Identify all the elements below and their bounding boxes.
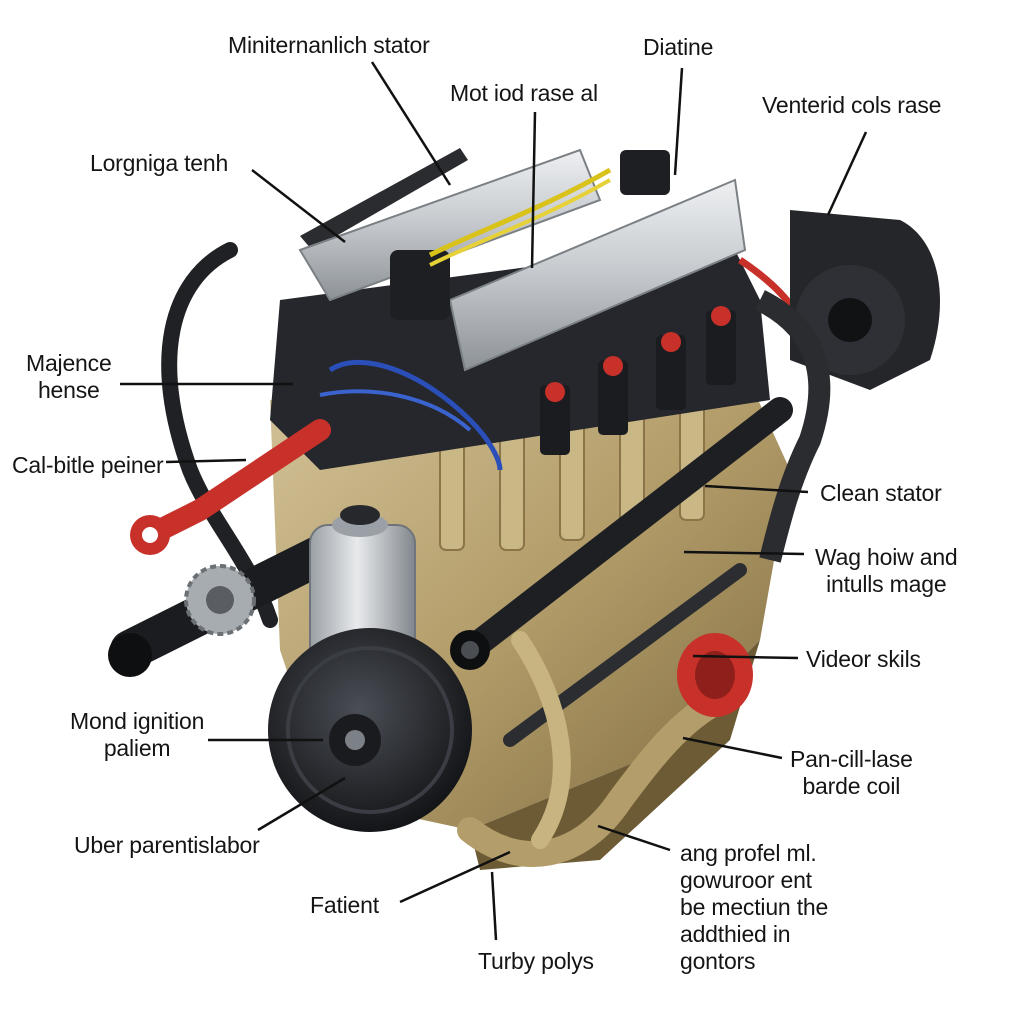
- label-uber-parentislabor: Uber parentislabor: [74, 832, 260, 858]
- label-pan-cill-lase-line-1: Pan-cill-lase: [790, 746, 913, 772]
- coil-pack: [390, 250, 450, 320]
- label-ang-profel-line-1: ang profel ml.: [680, 840, 817, 866]
- label-majence-hense: Majence hense: [26, 350, 112, 404]
- leader-lines: [120, 61, 868, 941]
- label-mot-iod-rase-al: Mot iod rase al: [450, 80, 598, 106]
- sprocket: [184, 564, 256, 636]
- label-pan-cill-lase-line-2: barde coil: [802, 773, 901, 799]
- label-diatine: Diatine: [643, 34, 714, 60]
- rear-hose: [161, 242, 278, 628]
- label-mond-ignition-line-1: Mond ignition: [70, 708, 205, 734]
- brass-exhaust: [457, 687, 733, 867]
- label-wag-hoiw-line-2: intulls mage: [826, 571, 947, 597]
- label-turby-polys: Turby polys: [478, 948, 594, 974]
- right-valve-cover: [448, 178, 747, 372]
- label-venterid-cols-rase: Venterid cols rase: [762, 92, 942, 118]
- label-clean-stator: Clean stator: [820, 480, 942, 506]
- label-mond-ignition: Mond ignition paliem: [70, 708, 204, 762]
- label-fatient: Fatient: [310, 892, 379, 918]
- label-majence-hense-line-2: hense: [37, 377, 100, 403]
- top-connector: [620, 150, 670, 195]
- right-hose: [754, 290, 831, 563]
- label-ang-profel-line-3: be mectiun the: [680, 894, 829, 920]
- left-valve-cover: [298, 148, 602, 302]
- label-ang-profel-line-2: gowuroor ent: [680, 867, 812, 893]
- label-videor-skils: Videor skils: [806, 646, 921, 672]
- label-mond-ignition-line-2: paliem: [103, 735, 171, 761]
- roll-bar: [300, 148, 468, 250]
- label-majence-hense-line-1: Majence: [26, 350, 112, 376]
- red-coolant-pipe: [149, 419, 331, 541]
- label-ang-profel-line-5: gontors: [680, 948, 756, 974]
- label-cal-bitle-peiner: Cal-bitle peiner: [12, 452, 164, 478]
- label-ang-profel: ang profel ml. gowuroor ent be mectiun t…: [680, 840, 828, 975]
- label-wag-hoiw-line-1: Wag hoiw and: [815, 544, 958, 570]
- intake-rod: [457, 397, 793, 663]
- label-miniternanlich-stator: Miniternanlich stator: [228, 32, 430, 58]
- yellow-wires: [428, 167, 612, 258]
- label-ang-profel-line-4: addthied in: [680, 921, 791, 947]
- blue-wires: [328, 359, 503, 471]
- spark-plugs: [540, 306, 736, 455]
- label-lorgniga-tenh: Lorgniga tenh: [90, 150, 229, 176]
- label-wag-hoiw: Wag hoiw and intulls mage: [815, 544, 958, 598]
- label-pan-cill-lase: Pan-cill-lase barde coil: [790, 746, 913, 800]
- block-shadow: [470, 640, 760, 870]
